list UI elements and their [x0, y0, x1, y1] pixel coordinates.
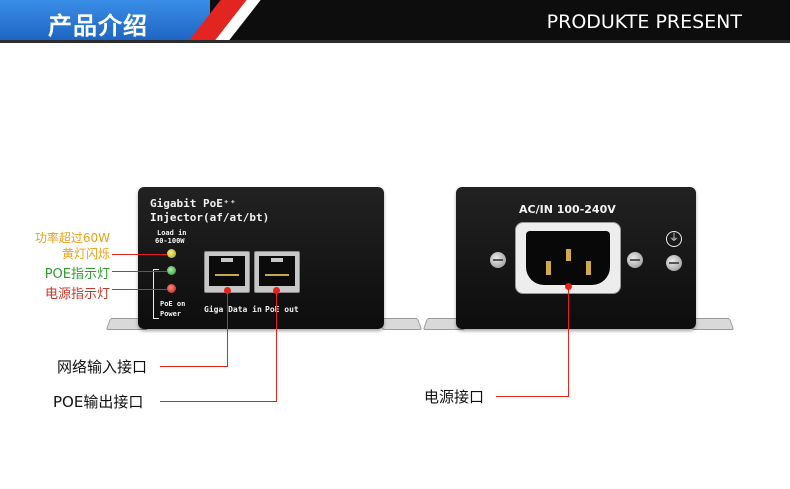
inlet-pin-neutral [586, 261, 591, 275]
load-range: 60-100W [155, 237, 185, 245]
left-mount-screw [490, 252, 506, 268]
data-in-horizontal-line [160, 366, 228, 367]
header-banner: 产品介绍 PRODUKTE PRESENT [0, 0, 790, 43]
poe-out-marker [273, 287, 280, 294]
network-input-callout: 网络输入接口 [57, 358, 148, 376]
banner-blue-block [0, 0, 210, 40]
poe-on-label: PoE on [160, 300, 186, 308]
power-inlet-marker [565, 283, 572, 290]
poe-indicator-label: POE指示灯 [44, 267, 110, 282]
poe-out-port [254, 251, 300, 293]
giga-data-in-port [204, 251, 250, 293]
poe-led [167, 266, 176, 275]
data-in-marker [224, 287, 231, 294]
power-leader [112, 289, 167, 290]
poe-leader [112, 271, 167, 272]
port2-label: PoE out [265, 305, 299, 314]
inlet-pin-live [546, 261, 551, 275]
data-in-vertical-line [227, 291, 228, 367]
load-label: Load in [157, 229, 187, 237]
power-inlet-vertical-line [568, 287, 569, 397]
poe-out-horizontal-line [160, 401, 277, 402]
ground-screw [666, 255, 682, 271]
front-mount-bracket-right [377, 318, 423, 330]
led-legend-bracket [153, 269, 159, 319]
overload-label-line2: 黄灯闪烁 [61, 247, 110, 261]
port1-label: Giga Data in [204, 305, 262, 314]
model-line1: Gigabit PoE⁺⁺ [150, 197, 237, 210]
inlet-pin-earth [566, 249, 571, 261]
banner-title: 产品介绍 [48, 12, 148, 40]
overload-led [167, 249, 176, 258]
iec-power-inlet [515, 222, 621, 294]
power-indicator-label: 电源指示灯 [44, 287, 110, 302]
poe-out-vertical-line [276, 291, 277, 402]
model-line2: Injector(af/at/bt) [150, 211, 270, 224]
power-input-callout: 电源接口 [424, 388, 485, 406]
ground-icon: ⏚ [666, 231, 682, 247]
voltage-label: AC/IN 100-240V [519, 203, 616, 216]
power-inlet-horizontal-line [496, 396, 569, 397]
power-label: Power [160, 310, 182, 318]
power-led [167, 284, 176, 293]
banner-subtitle: PRODUKTE PRESENT [546, 11, 742, 33]
overload-leader [112, 254, 167, 255]
poe-output-callout: POE输出接口 [53, 393, 144, 411]
poe-injector-front: Gigabit PoE⁺⁺ Injector(af/at/bt) Load in… [138, 187, 384, 329]
overload-label-line1: 功率超过60W [34, 231, 110, 245]
right-mount-screw [627, 252, 643, 268]
